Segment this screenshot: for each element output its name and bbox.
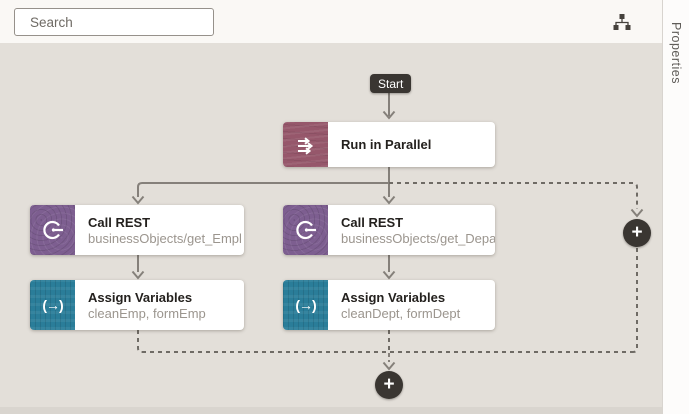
start-badge: Start bbox=[370, 74, 412, 93]
node-subtitle: cleanDept, formDept bbox=[341, 305, 461, 321]
node-subtitle: cleanEmp, formEmp bbox=[88, 305, 206, 321]
arrowhead bbox=[382, 270, 396, 280]
add-branch-button[interactable]: + bbox=[623, 219, 651, 247]
properties-label: Properties bbox=[669, 22, 683, 84]
sitemap-icon bbox=[613, 13, 631, 30]
node-title: Assign Variables bbox=[341, 289, 446, 305]
arrowhead bbox=[131, 270, 145, 280]
rest-call-icon bbox=[283, 205, 328, 255]
scope-dashed-top bbox=[389, 182, 638, 209]
assign-variables-icon: (→) bbox=[30, 280, 75, 330]
flow-connectors bbox=[131, 93, 644, 371]
arrowhead bbox=[382, 195, 396, 205]
node-title: Call REST bbox=[88, 214, 151, 230]
plus-icon: + bbox=[631, 221, 643, 243]
node-assign-variables-emp[interactable]: (→) Assign Variables cleanEmp, formEmp bbox=[30, 280, 244, 330]
add-action-button[interactable]: + bbox=[375, 371, 403, 399]
arrowhead bbox=[131, 195, 145, 205]
node-title: Assign Variables bbox=[88, 289, 193, 305]
scope-dashed-right bbox=[632, 248, 638, 353]
node-run-in-parallel[interactable]: Run in Parallel bbox=[283, 122, 495, 167]
start-label: Start bbox=[378, 76, 404, 91]
canvas-edge bbox=[0, 407, 662, 414]
properties-panel-tab[interactable]: Properties bbox=[662, 0, 689, 414]
node-assign-variables-dept[interactable]: (→) Assign Variables cleanDept, formDept bbox=[283, 280, 495, 330]
node-title: Run in Parallel bbox=[341, 137, 432, 152]
node-call-rest-departments[interactable]: Call REST businessObjects/get_Depa bbox=[283, 205, 495, 255]
diagram-layout-button[interactable] bbox=[610, 10, 634, 34]
parallel-arrows-icon bbox=[283, 122, 328, 167]
node-title: Call REST bbox=[341, 214, 404, 230]
flow-canvas[interactable]: Start Run in Parallel Call REST business… bbox=[0, 43, 662, 414]
search-input[interactable] bbox=[30, 14, 207, 30]
node-subtitle: businessObjects/get_Empl bbox=[88, 230, 242, 246]
arrowhead bbox=[630, 208, 644, 218]
plus-icon: + bbox=[383, 373, 395, 395]
arrowhead bbox=[382, 361, 396, 371]
rest-call-icon bbox=[30, 205, 75, 255]
connector-branch-left bbox=[137, 182, 389, 197]
arrowhead bbox=[382, 110, 396, 120]
scope-dashed-left bbox=[137, 330, 143, 353]
node-call-rest-employees[interactable]: Call REST businessObjects/get_Empl bbox=[30, 205, 244, 255]
toolbar bbox=[0, 0, 662, 43]
search-box[interactable] bbox=[14, 8, 214, 36]
assign-variables-icon: (→) bbox=[283, 280, 328, 330]
node-subtitle: businessObjects/get_Depa bbox=[341, 230, 495, 246]
